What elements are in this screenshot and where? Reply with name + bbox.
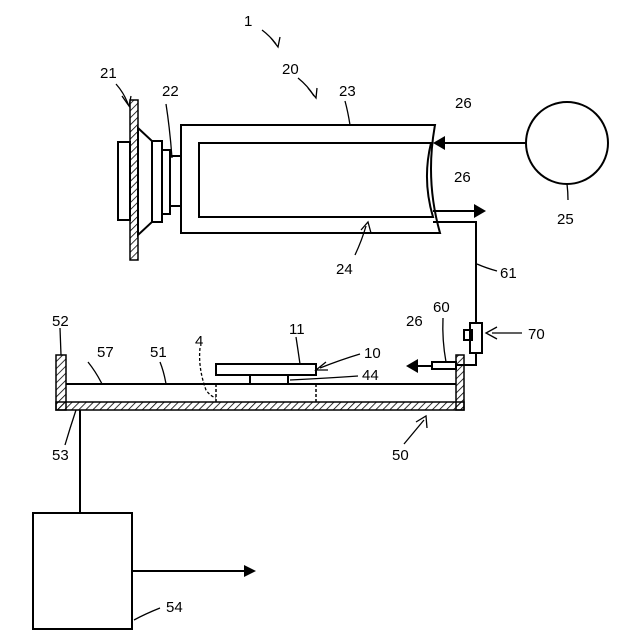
drum-housing (181, 125, 440, 233)
leader-25 (567, 184, 568, 200)
leader-1-head (271, 37, 280, 47)
label-57: 57 (97, 344, 114, 361)
leader-53 (65, 410, 76, 445)
label-53: 53 (52, 447, 69, 464)
leader-20-head (308, 88, 317, 98)
label-61: 61 (500, 265, 517, 282)
leader-4 (200, 348, 216, 398)
leader-54 (134, 608, 160, 620)
collection-box-54 (33, 513, 132, 629)
label-20: 20 (282, 61, 299, 78)
supply-arrow (433, 136, 445, 150)
label-26-outlet: 26 (454, 169, 471, 186)
leader-52 (60, 328, 61, 355)
leader-57 (88, 362, 102, 384)
spray-arrow (406, 359, 418, 373)
outlet-arrow (474, 204, 486, 218)
label-4: 4 (195, 333, 203, 350)
label-24: 24 (336, 261, 353, 278)
label-26-spray: 26 (406, 313, 423, 330)
label-44: 44 (362, 367, 379, 384)
leader-50 (404, 420, 424, 444)
valve-70 (464, 323, 482, 353)
base-44 (250, 375, 288, 384)
label-1: 1 (244, 13, 252, 30)
label-51: 51 (150, 344, 167, 361)
label-50: 50 (392, 447, 409, 464)
dashed-region (216, 384, 316, 402)
label-26-supply: 26 (455, 95, 472, 112)
leader-23 (345, 101, 350, 125)
label-21: 21 (100, 65, 117, 82)
discharge-arrow (244, 565, 256, 577)
label-22: 22 (162, 83, 179, 100)
leader-10 (320, 354, 360, 368)
leader-24 (355, 226, 366, 255)
label-25: 25 (557, 211, 574, 228)
leader-44 (290, 376, 358, 380)
nozzle-60 (432, 362, 456, 369)
label-11: 11 (289, 321, 305, 338)
workpiece-11 (216, 364, 316, 375)
pump-circle (526, 102, 608, 184)
label-54: 54 (166, 599, 183, 616)
leader-61 (477, 264, 497, 271)
leader-11 (296, 337, 300, 364)
label-70: 70 (528, 326, 545, 343)
label-23: 23 (339, 83, 356, 100)
leader-51 (160, 362, 166, 384)
label-60: 60 (433, 299, 450, 316)
leader-60 (443, 318, 446, 362)
grinding-wheel (118, 100, 181, 260)
label-52: 52 (52, 313, 69, 330)
label-10: 10 (364, 345, 381, 362)
